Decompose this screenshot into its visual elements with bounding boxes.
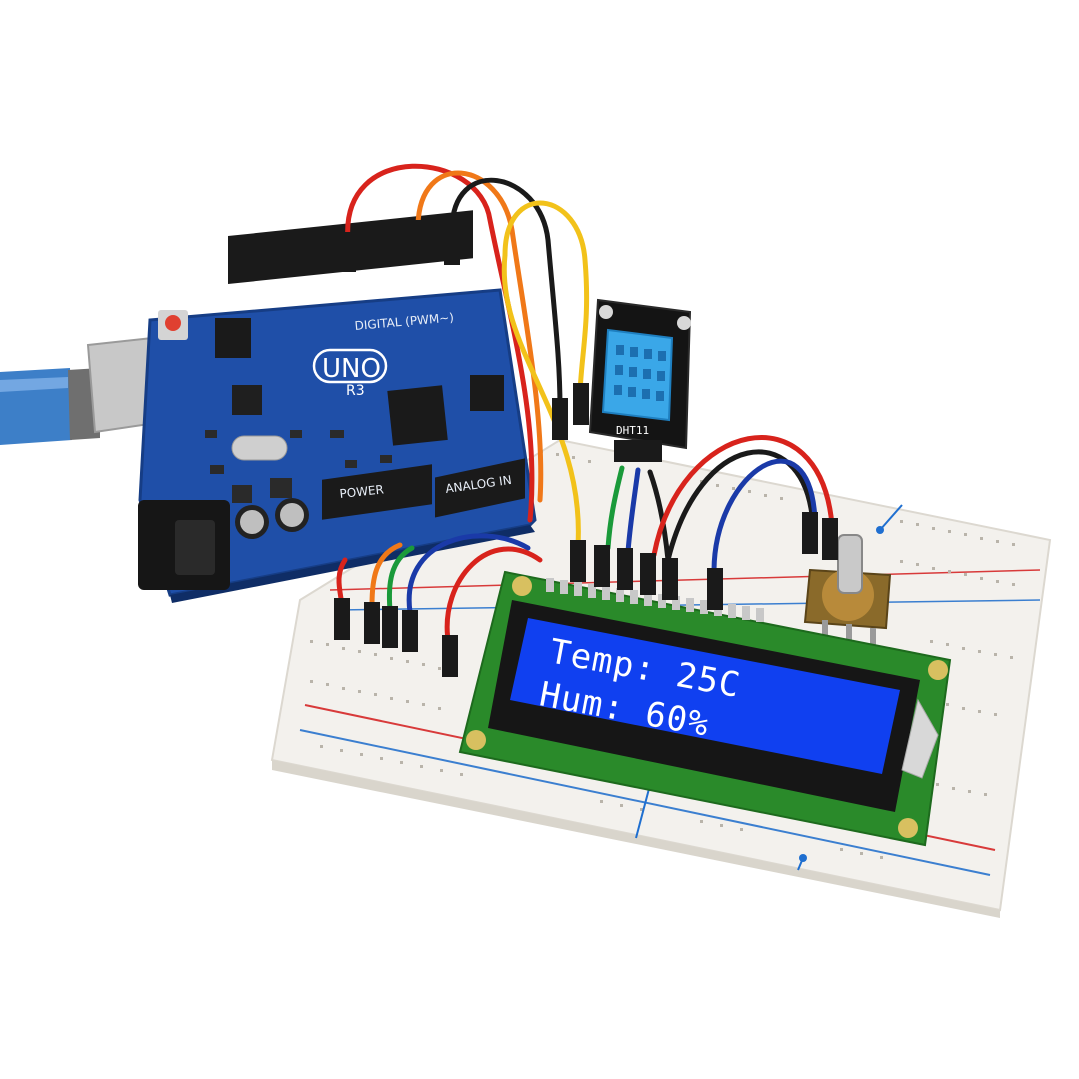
- icsp-header: [470, 375, 504, 411]
- power-header: [322, 464, 432, 520]
- crystal: [231, 435, 288, 461]
- wire-yellow: [502, 200, 590, 395]
- jumper-connectors: [334, 220, 838, 677]
- wires: [336, 163, 835, 643]
- wire-blue: [625, 467, 641, 555]
- usb-chip: [232, 385, 262, 415]
- lcd-pin-header: [546, 578, 764, 622]
- wire-yellow: [501, 252, 581, 548]
- potentiometer[interactable]: [803, 534, 892, 646]
- breadboard-jumper: [635, 784, 651, 839]
- breadboard-jumper: [879, 504, 903, 531]
- wire-orange: [369, 542, 403, 608]
- wire-black: [647, 469, 671, 563]
- analog-header: [435, 458, 525, 518]
- wire-red: [444, 546, 543, 643]
- wire-blue: [406, 533, 531, 615]
- reset-button-cap[interactable]: [165, 315, 181, 331]
- uno-logo: UNO: [322, 354, 381, 384]
- icsp-header: [215, 318, 251, 358]
- wire-red: [651, 435, 835, 558]
- breadboard-rail-line: [329, 569, 1041, 591]
- breadboard-jumper-end: [799, 854, 807, 862]
- wire-black: [449, 177, 563, 411]
- potentiometer-knob[interactable]: [837, 534, 863, 594]
- microcontroller-chip: [387, 385, 448, 446]
- lcd-module: Temp: 25C Hum: 60%: [458, 570, 952, 847]
- breadboard-holes: [310, 450, 1015, 859]
- wire-orange: [415, 170, 544, 503]
- power-label: POWER: [339, 482, 385, 501]
- revision-label: R3: [346, 383, 365, 399]
- wire-green: [605, 465, 625, 551]
- wire-blue: [711, 458, 818, 573]
- dht11-sensor: DHT11: [588, 298, 692, 462]
- dht11-label: DHT11: [616, 424, 649, 437]
- lcd-screen: [510, 618, 900, 774]
- wire-green: [386, 545, 415, 613]
- breadboard-jumper-end: [876, 526, 884, 534]
- wire-red: [345, 163, 535, 523]
- uno-logo-frame: [312, 348, 388, 384]
- wire-black: [665, 449, 815, 563]
